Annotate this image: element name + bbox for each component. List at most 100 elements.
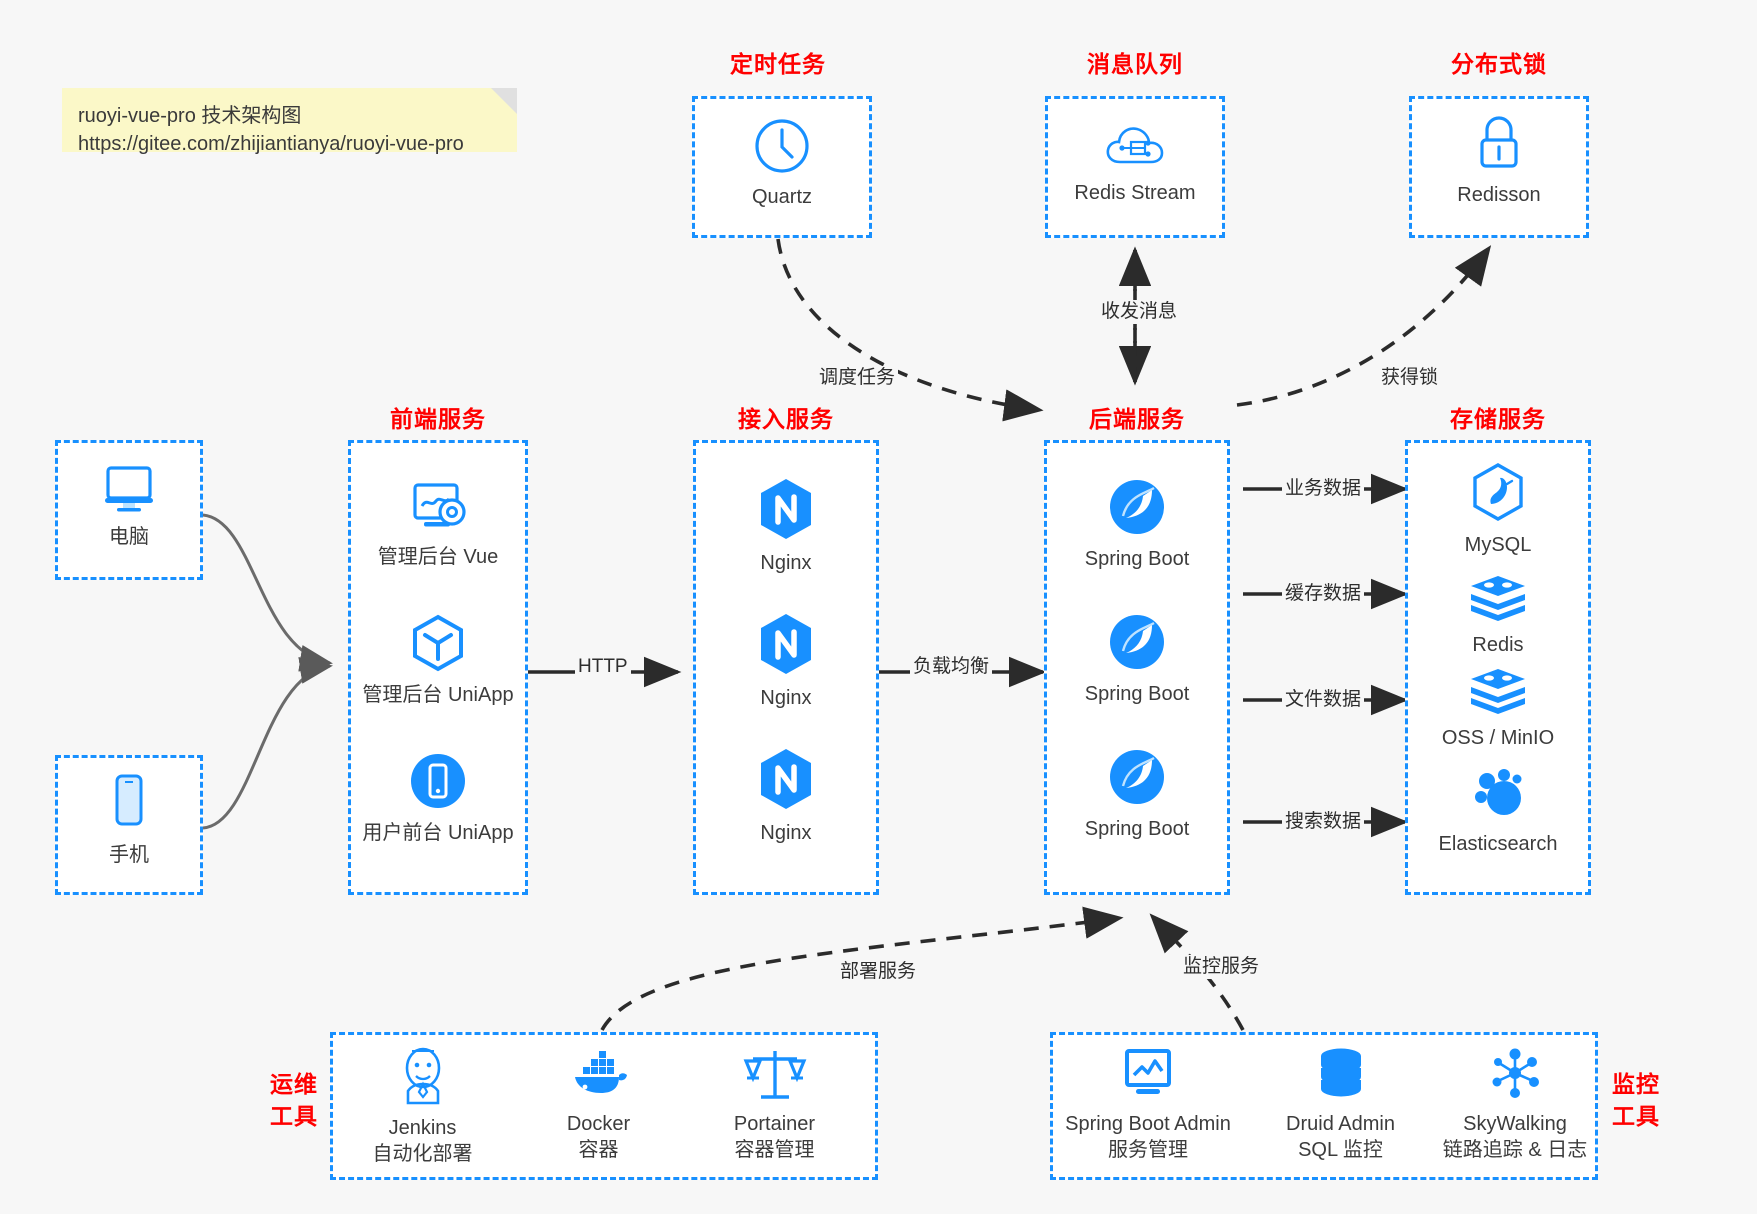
node-computer[interactable]: 电脑 — [55, 458, 203, 550]
edge-label-send-recv-msg: 收发消息 — [1098, 300, 1181, 324]
group-title-gateway: 接入服务 — [738, 406, 834, 432]
node-label: SkyWalking — [1463, 1113, 1567, 1135]
node-label: Redisson — [1457, 184, 1541, 206]
node-spring-boot-1[interactable]: Spring Boot — [1044, 476, 1230, 572]
node-label: Druid Admin — [1286, 1113, 1395, 1135]
group-title-mq: 消息队列 — [1087, 51, 1183, 77]
node-label: Spring Boot — [1084, 818, 1190, 840]
group-title-monitor-line2: 工具 — [1612, 1103, 1660, 1129]
node-mysql[interactable]: MySQL — [1405, 462, 1591, 558]
node-label: Nginx — [760, 822, 812, 844]
node-redisson[interactable]: Redisson — [1409, 112, 1589, 208]
node-spring-boot-2[interactable]: Spring Boot — [1044, 611, 1230, 707]
node-user-uniapp[interactable]: 用户前台 UniApp — [348, 750, 528, 846]
node-druid-admin[interactable]: Druid Admin SQL 监控 — [1258, 1045, 1423, 1163]
node-admin-vue[interactable]: 管理后台 Vue — [348, 478, 528, 570]
dashboard-screen-icon — [405, 478, 471, 536]
node-label: Elasticsearch — [1438, 833, 1558, 855]
node-label: Nginx — [760, 552, 812, 574]
note-url: https://gitee.com/zhijiantianya/ruoyi-vu… — [78, 133, 464, 155]
node-label: Quartz — [751, 186, 813, 208]
spring-leaf-icon — [1106, 476, 1168, 538]
node-label: 用户前台 UniApp — [362, 822, 514, 844]
node-label: 管理后台 Vue — [377, 546, 499, 568]
node-admin-uniapp[interactable]: 管理后台 UniApp — [348, 612, 528, 708]
node-phone[interactable]: 手机 — [55, 772, 203, 868]
edge-label-cache-data: 缓存数据 — [1282, 582, 1365, 606]
node-nginx-3[interactable]: Nginx — [693, 746, 879, 846]
node-label: OSS / MinIO — [1441, 727, 1555, 749]
note-fold-corner — [491, 88, 517, 114]
group-title-scheduler: 定时任务 — [730, 51, 826, 77]
node-skywalking[interactable]: SkyWalking 链路追踪 & 日志 — [1425, 1045, 1605, 1163]
node-spring-boot-admin[interactable]: Spring Boot Admin 服务管理 — [1058, 1045, 1238, 1163]
node-redis[interactable]: Redis — [1405, 572, 1591, 658]
edge-label-file-data: 文件数据 — [1282, 688, 1365, 712]
group-box-mq — [1045, 96, 1225, 238]
lock-icon — [1470, 112, 1528, 174]
mobile-circle-icon — [407, 750, 469, 812]
scales-icon — [743, 1045, 807, 1103]
node-sublabel: 容器 — [578, 1139, 619, 1161]
node-sublabel: 容器管理 — [734, 1139, 815, 1161]
node-label: Spring Boot — [1084, 548, 1190, 570]
node-label: Redis — [1472, 634, 1524, 656]
edge-label-schedule-task: 调度任务 — [816, 366, 899, 390]
edge-label-deploy-service: 部署服务 — [837, 960, 920, 984]
nginx-icon — [755, 476, 817, 542]
redis-stack-icon — [1467, 572, 1529, 624]
node-oss-minio[interactable]: OSS / MinIO — [1405, 665, 1591, 751]
node-label: MySQL — [1464, 534, 1532, 556]
edge-label-http: HTTP — [575, 655, 631, 679]
node-label: Redis Stream — [1074, 182, 1196, 204]
group-title-lock: 分布式锁 — [1451, 51, 1547, 77]
elasticsearch-icon — [1467, 765, 1529, 823]
group-title-storage: 存储服务 — [1450, 406, 1546, 432]
node-label: 管理后台 UniApp — [362, 684, 514, 706]
node-label: 电脑 — [109, 526, 149, 548]
monitor-chart-icon — [1117, 1045, 1179, 1103]
info-note: ruoyi-vue-pro 技术架构图 https://gitee.com/zh… — [62, 88, 517, 155]
mysql-dolphin-icon — [1469, 462, 1527, 524]
node-graph-icon — [1485, 1045, 1545, 1103]
edge-label-load-balance: 负载均衡 — [910, 655, 993, 679]
group-title-devops-line2: 工具 — [270, 1103, 318, 1129]
edge-label-acquire-lock: 获得锁 — [1378, 366, 1442, 390]
node-label: Spring Boot Admin — [1065, 1113, 1231, 1135]
group-title-devops: 运维 工具 — [258, 1068, 330, 1132]
smartphone-icon — [106, 772, 152, 834]
note-title: ruoyi-vue-pro 技术架构图 — [78, 105, 302, 127]
node-elasticsearch[interactable]: Elasticsearch — [1405, 765, 1591, 857]
node-quartz[interactable]: Quartz — [692, 116, 872, 210]
hexagon-cube-icon — [407, 612, 469, 674]
jenkins-butler-icon — [394, 1045, 452, 1107]
group-box-storage — [1405, 440, 1591, 895]
database-icon — [1312, 1045, 1370, 1103]
node-redis-stream[interactable]: Redis Stream — [1045, 120, 1225, 206]
group-title-backend: 后端服务 — [1089, 406, 1185, 432]
spring-leaf-icon — [1106, 746, 1168, 808]
desktop-monitor-icon — [99, 458, 159, 516]
node-label: Nginx — [760, 687, 812, 709]
node-label: Docker — [566, 1113, 631, 1135]
node-nginx-2[interactable]: Nginx — [693, 611, 879, 711]
node-sublabel: 链路追踪 & 日志 — [1442, 1139, 1588, 1161]
node-portainer[interactable]: Portainer 容器管理 — [692, 1045, 857, 1163]
redis-stack-icon — [1467, 665, 1529, 717]
group-title-devops-line1: 运维 — [270, 1071, 318, 1097]
node-label: Jenkins — [388, 1117, 457, 1139]
edge-label-business-data: 业务数据 — [1282, 477, 1365, 501]
spring-leaf-icon — [1106, 611, 1168, 673]
node-jenkins[interactable]: Jenkins 自动化部署 — [340, 1045, 505, 1167]
group-title-frontend: 前端服务 — [390, 406, 486, 432]
node-sublabel: 服务管理 — [1108, 1139, 1188, 1161]
node-docker[interactable]: Docker 容器 — [516, 1045, 681, 1163]
nginx-icon — [755, 746, 817, 812]
node-spring-boot-3[interactable]: Spring Boot — [1044, 746, 1230, 842]
nginx-icon — [755, 611, 817, 677]
docker-whale-icon — [567, 1045, 631, 1103]
node-nginx-1[interactable]: Nginx — [693, 476, 879, 576]
node-sublabel: SQL 监控 — [1298, 1139, 1383, 1161]
clock-icon — [752, 116, 812, 176]
